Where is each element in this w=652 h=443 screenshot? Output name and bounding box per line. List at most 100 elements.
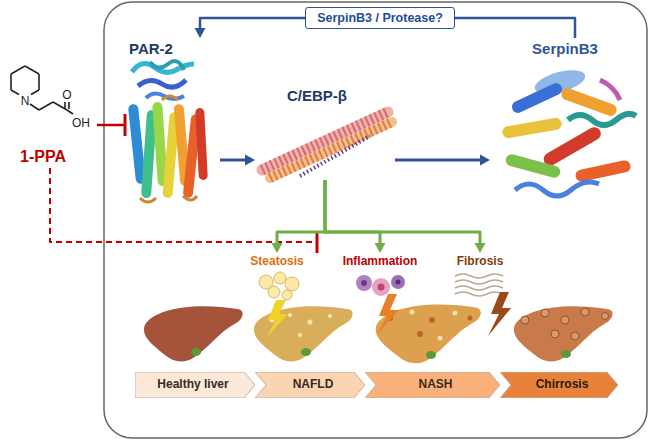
outcome-label: Inflammation <box>334 253 427 300</box>
arrowhead <box>374 243 385 253</box>
chemical-structure-part <box>38 74 40 90</box>
serpinb3-protein-part <box>568 114 636 125</box>
protein-label: PAR-2 <box>125 38 220 213</box>
liver-images-part <box>417 331 423 337</box>
par2-protein-part <box>195 108 208 180</box>
serpinb3-protein-part <box>600 80 620 100</box>
lightning-bolts-part <box>488 292 511 336</box>
inflammation-icon-part <box>378 284 385 291</box>
chemical-structure <box>11 66 73 114</box>
protein-label: C/EBP-β <box>255 85 395 180</box>
connector-line <box>325 180 380 245</box>
chevron-fill <box>135 372 255 398</box>
liver-images-part <box>571 332 579 340</box>
node-text: C/EBP-β <box>287 87 347 104</box>
par2-protein-part <box>140 96 197 202</box>
connector-line <box>395 159 482 162</box>
chemical-structure-part <box>39 102 53 110</box>
atom-label-holder: O <box>62 85 71 103</box>
cebpb-protein-part <box>270 122 392 178</box>
protein-label: SerpinB3 <box>490 38 640 213</box>
inflammation-icon-part <box>361 280 367 286</box>
connector <box>455 18 575 38</box>
connector <box>325 180 385 253</box>
serpinb3-protein-part <box>515 182 599 196</box>
chemical-structure-part <box>67 110 73 114</box>
node-text: Fibrosis <box>457 255 504 269</box>
chemical-structure-part <box>31 90 39 95</box>
serpinb3-protein-part <box>504 153 561 179</box>
node-text: NAFLD <box>293 378 334 392</box>
par2-protein-part <box>138 80 186 87</box>
fibrosis-icon-part <box>455 280 503 284</box>
inflammation-icon-part <box>372 278 390 296</box>
fibrosis-icon <box>455 274 503 296</box>
arrowhead <box>475 243 486 253</box>
atom-label: O <box>62 88 71 102</box>
fibrosis-icon-part <box>455 292 503 296</box>
chevron-fill <box>365 372 500 398</box>
node-text: Steatosis <box>250 255 303 269</box>
liver-images-part <box>581 308 589 316</box>
cebpb-protein-part <box>270 122 392 178</box>
steatosis-icon-part <box>285 277 299 291</box>
connector <box>195 18 306 38</box>
atom-label: OH <box>72 116 90 130</box>
serpinb3-protein-part <box>501 117 562 139</box>
arrowhead <box>271 243 282 253</box>
liver-images-part <box>410 310 415 315</box>
connector <box>220 155 255 166</box>
chemical-structure-part <box>11 66 25 74</box>
serpinb3-protein <box>501 66 636 196</box>
liver-images-part <box>308 320 313 325</box>
node-text: 1-PPA <box>20 148 66 166</box>
liver-images <box>144 305 613 364</box>
node-text: SerpinB3 <box>532 40 598 57</box>
atom-label: N <box>21 94 30 108</box>
arrowhead <box>480 155 490 166</box>
serpinb3-protein-part <box>541 125 603 168</box>
node-text: Healthy liver <box>157 378 228 392</box>
inflammation-icon-part <box>396 280 401 285</box>
process-box: SerpinB3 / Protease? <box>305 7 455 29</box>
liver-images-part <box>561 350 571 358</box>
compound-label: 1-PPA <box>2 60 97 168</box>
serpinb3-protein-part <box>510 81 564 115</box>
connector-line <box>325 180 480 245</box>
liver-images-part <box>602 313 609 320</box>
connector <box>395 155 490 166</box>
chemical-structure-part <box>10 74 12 90</box>
connector <box>325 180 486 253</box>
liver-images-part <box>301 348 311 356</box>
serpinb3-protein-part <box>574 159 631 182</box>
liver-images-part <box>551 330 559 338</box>
fibrosis-icon-part <box>455 286 503 290</box>
atom-label-holder: N <box>21 91 30 109</box>
par2-protein-part <box>150 61 184 70</box>
fibrosis-icon-part <box>455 274 503 278</box>
liver-images-part <box>521 316 529 324</box>
inflammation-icon-part <box>356 275 372 291</box>
steatosis-icon <box>259 272 299 300</box>
node-text: SerpinB3 / Protease? <box>317 11 443 25</box>
liver-images-part <box>561 316 569 324</box>
chevron-fill <box>500 372 618 398</box>
chevron-fill <box>255 372 365 398</box>
serpinb3-protein-part <box>560 86 619 117</box>
inflammation-icon <box>356 275 405 296</box>
connector-line <box>277 180 325 245</box>
inhibition-bar <box>316 231 319 253</box>
outcome-label: Fibrosis <box>445 253 515 300</box>
liver-images-part <box>426 351 436 359</box>
chemical-structure-part <box>25 66 39 74</box>
stage-chevron: NASH <box>365 372 500 398</box>
node-text: Chirrosis <box>536 378 589 392</box>
arrowhead <box>245 155 255 166</box>
connector <box>97 114 125 136</box>
node-text: PAR-2 <box>129 40 173 57</box>
connector-line <box>97 124 125 127</box>
liver-images-part <box>468 316 473 321</box>
liver-images-part <box>514 306 613 361</box>
